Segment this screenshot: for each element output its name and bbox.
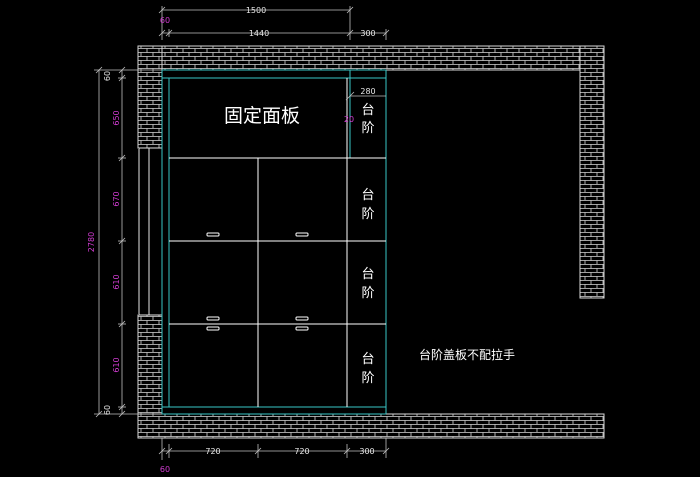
top-dimensions (158, 6, 390, 40)
dim-left-610b: 610 (112, 357, 121, 372)
handles (206, 232, 309, 331)
dim-top-total: 1500 (246, 6, 266, 15)
step-label-2a: 台 (361, 188, 374, 203)
step-labels: 台 阶 台 阶 台 阶 台 阶 (361, 103, 374, 386)
handle (295, 232, 309, 237)
step-label-1b: 阶 (361, 121, 374, 136)
step-label-4b: 阶 (361, 371, 374, 386)
step-label-4a: 台 (361, 352, 374, 367)
handle (295, 316, 309, 321)
step-label-2b: 阶 (361, 207, 374, 222)
step-label-1a: 台 (361, 103, 374, 118)
wall-left-upper (137, 45, 163, 149)
dim-bottom-720b: 720 (294, 447, 309, 456)
wall-top (137, 45, 605, 71)
left-dimensions (94, 66, 162, 418)
dim-left-60-top: 60 (103, 71, 112, 81)
handle (206, 326, 220, 331)
dim-left-610: 610 (112, 274, 121, 289)
cabinet-outline (161, 69, 387, 415)
inner-dimensions (345, 91, 386, 101)
brick-walls (137, 45, 605, 439)
door-frame (138, 147, 150, 316)
dim-top-mid: 1440 (249, 29, 269, 38)
handle (206, 232, 220, 237)
dim-left-650: 650 (112, 110, 121, 125)
dim-left-670: 670 (112, 191, 121, 206)
cabinet-panels (169, 78, 386, 407)
dim-bottom-300: 300 (359, 447, 374, 456)
dim-top-left: 60 (160, 16, 170, 25)
dim-left-60-bottom: 60 (103, 405, 112, 415)
wall-bottom (137, 413, 605, 439)
dim-bottom-60: 60 (160, 465, 170, 474)
dim-top-right: 300 (360, 29, 375, 38)
wall-right (579, 45, 605, 299)
dim-bottom-720a: 720 (205, 447, 220, 456)
handle (295, 326, 309, 331)
note-label: 台阶盖板不配拉手 (419, 347, 515, 362)
dim-inner-280: 280 (360, 87, 375, 96)
step-label-3a: 台 (361, 267, 374, 282)
fixed-panel-label: 固定面板 (224, 105, 300, 127)
dim-inner-20: 20 (344, 115, 354, 124)
step-label-3b: 阶 (361, 286, 374, 301)
bottom-dimensions (158, 438, 390, 460)
dim-left-total: 2780 (87, 232, 96, 252)
handle (206, 316, 220, 321)
